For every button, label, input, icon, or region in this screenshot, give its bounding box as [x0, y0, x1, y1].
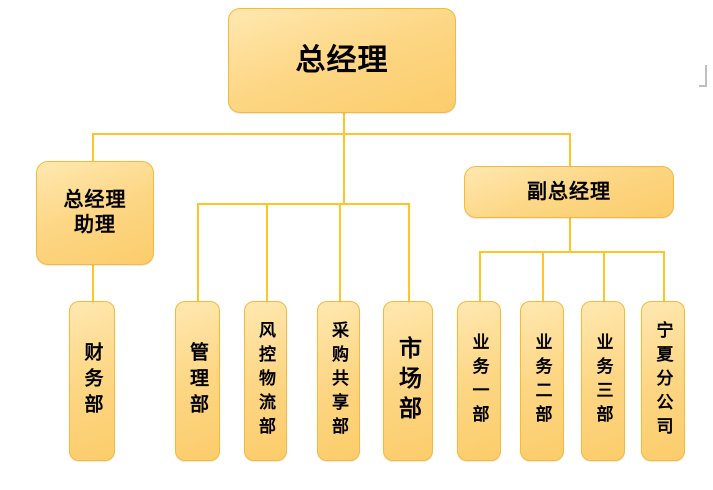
node-risk-logistics-department[interactable]: 风控物流部	[244, 301, 287, 461]
connector-drop-middle-group	[343, 133, 345, 203]
node-management-department[interactable]: 管理部	[175, 301, 220, 461]
node-gm-assistant[interactable]: 总经理 助理	[36, 161, 154, 265]
connector-drop-risk-logistics	[266, 203, 268, 301]
node-marketing-department[interactable]: 市场部	[383, 301, 433, 461]
node-gm-assistant-label: 总经理 助理	[63, 189, 127, 236]
connector-drop-business-2	[542, 251, 544, 301]
node-general-manager[interactable]: 总经理	[228, 8, 456, 113]
connector-drop-management	[197, 203, 199, 301]
connector-middle-bus	[197, 203, 409, 205]
node-ningxia-branch-label: 宁夏分公司	[653, 321, 673, 441]
connector-gm-stem	[343, 113, 345, 134]
node-risk-logistics-department-label: 风控物流部	[256, 321, 275, 441]
node-business-department-3-label: 业务三部	[593, 333, 613, 429]
connector-deputy-stem	[569, 218, 571, 251]
node-business-department-2-label: 业务二部	[532, 333, 552, 429]
node-procurement-department[interactable]: 采购共享部	[317, 301, 360, 461]
node-ningxia-branch[interactable]: 宁夏分公司	[641, 301, 685, 461]
node-deputy-general-manager[interactable]: 副总经理	[464, 166, 674, 218]
connector-business-bus	[479, 251, 664, 253]
connector-drop-ningxia	[663, 251, 665, 301]
node-business-department-1[interactable]: 业务一部	[457, 301, 501, 461]
node-business-department-3[interactable]: 业务三部	[581, 301, 625, 461]
node-business-department-1-label: 业务一部	[469, 333, 489, 429]
connector-drop-business-3	[603, 251, 605, 301]
connector-level1-bus	[92, 133, 570, 135]
node-management-department-label: 管理部	[187, 342, 208, 420]
node-finance-department-label: 财务部	[81, 342, 103, 420]
node-marketing-department-label: 市场部	[395, 336, 422, 426]
connector-drop-marketing	[408, 203, 410, 301]
connector-drop-procurement	[339, 203, 341, 301]
node-general-manager-label: 总经理	[295, 43, 389, 77]
page-corner-mark	[699, 65, 707, 87]
connector-drop-deputy	[569, 133, 571, 166]
node-business-department-2[interactable]: 业务二部	[520, 301, 564, 461]
node-deputy-general-manager-label: 副总经理	[527, 180, 611, 203]
connector-drop-business-1	[479, 251, 481, 301]
node-finance-department[interactable]: 财务部	[69, 301, 115, 461]
connector-drop-assistant	[92, 133, 94, 161]
connector-assistant-to-finance	[92, 265, 94, 301]
node-procurement-department-label: 采购共享部	[329, 321, 348, 441]
